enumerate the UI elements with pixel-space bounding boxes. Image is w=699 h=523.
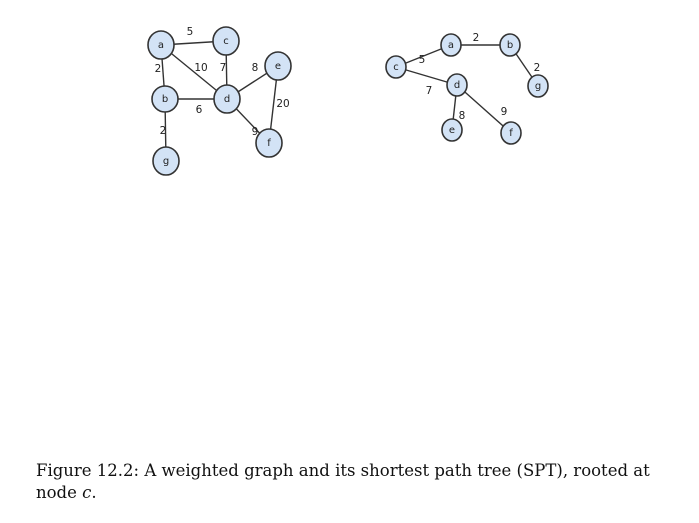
graph-node-c-circle <box>212 26 240 56</box>
tree-node-g-label: g <box>535 81 541 92</box>
tree-node-f-circle <box>500 121 522 145</box>
graph-weight-a-d: 10 <box>194 62 207 74</box>
graph-node-a-label: a <box>158 40 164 51</box>
tree-node-e: e <box>441 118 463 142</box>
tree-node-g: g <box>527 74 549 98</box>
tree-node-g-circle <box>527 74 549 98</box>
graph-weight-a-b: 2 <box>155 63 162 75</box>
graph-weight-a-c: 5 <box>187 26 194 38</box>
graph-node-g-label: g <box>163 156 169 167</box>
tree-node-f: f <box>500 121 522 145</box>
tree-node-d-circle <box>446 73 468 97</box>
figure-caption: Figure 12.2: A weighted graph and its sh… <box>36 460 676 504</box>
graph-weight-c-d: 7 <box>220 62 227 74</box>
graph-weight-d-f: 9 <box>252 126 259 138</box>
caption-end: . <box>91 483 97 502</box>
graph-node-f-circle <box>255 128 283 158</box>
graph-node-b-circle <box>151 85 179 113</box>
tree-weight-b-g: 2 <box>534 62 541 74</box>
graph-node-b: b <box>151 85 179 113</box>
tree-node-b-circle <box>499 33 521 57</box>
tree-node-d: d <box>446 73 468 97</box>
caption-root-node: c <box>82 483 92 502</box>
tree-node-c: c <box>385 55 407 79</box>
tree-node-a-circle <box>440 33 462 57</box>
tree-weight-d-f: 9 <box>501 106 508 118</box>
tree-node-a: a <box>440 33 462 57</box>
graph-weight-e-f: 20 <box>276 98 289 110</box>
graph-node-d: d <box>213 84 241 114</box>
tree-node-e-label: e <box>449 125 455 136</box>
graph-node-a: a <box>147 30 175 60</box>
graph-node-g-circle <box>152 146 180 176</box>
weighted-graph: 5 2 10 7 8 6 20 9 2 a b c d e f g <box>147 26 292 176</box>
graph-node-e-circle <box>264 51 292 81</box>
tree-weight-d-e: 8 <box>459 110 466 122</box>
graph-weight-b-d: 6 <box>196 104 203 116</box>
graph-node-d-label: d <box>224 94 230 105</box>
graph-node-d-circle <box>213 84 241 114</box>
graph-node-f: f <box>255 128 283 158</box>
tree-node-c-circle <box>385 55 407 79</box>
graph-node-e-label: e <box>275 61 281 72</box>
graph-node-f-label: f <box>267 138 271 149</box>
graph-node-a-circle <box>147 30 175 60</box>
graph-node-g: g <box>152 146 180 176</box>
tree-weight-a-b: 2 <box>473 32 480 44</box>
graph-edge-a-d <box>160 44 228 100</box>
tree-node-b-label: b <box>507 40 513 51</box>
graph-node-c: c <box>212 26 240 56</box>
caption-text: Figure 12.2: A weighted graph and its sh… <box>36 461 650 502</box>
tree-edge-d-f <box>456 84 512 134</box>
shortest-path-tree: 5 2 2 7 8 9 c a b g d e f <box>385 32 549 145</box>
tree-node-f-label: f <box>509 128 513 139</box>
graph-node-c-label: c <box>223 36 229 47</box>
tree-node-a-label: a <box>448 40 454 51</box>
graph-weight-b-g: 2 <box>160 125 167 137</box>
graph-weight-d-e: 8 <box>252 62 259 74</box>
diagram-canvas: 5 2 10 7 8 6 20 9 2 a b c d e f g 5 2 2 7 8 9 c a b g d e f <box>147 26 549 176</box>
tree-node-d-label: d <box>454 80 460 91</box>
tree-weight-c-d: 7 <box>426 85 433 97</box>
tree-node-b: b <box>499 33 521 57</box>
graph-node-b-label: b <box>162 94 168 105</box>
tree-node-c-label: c <box>393 62 399 73</box>
tree-node-e-circle <box>441 118 463 142</box>
tree-weight-c-a: 5 <box>419 54 426 66</box>
graph-node-e: e <box>264 51 292 81</box>
